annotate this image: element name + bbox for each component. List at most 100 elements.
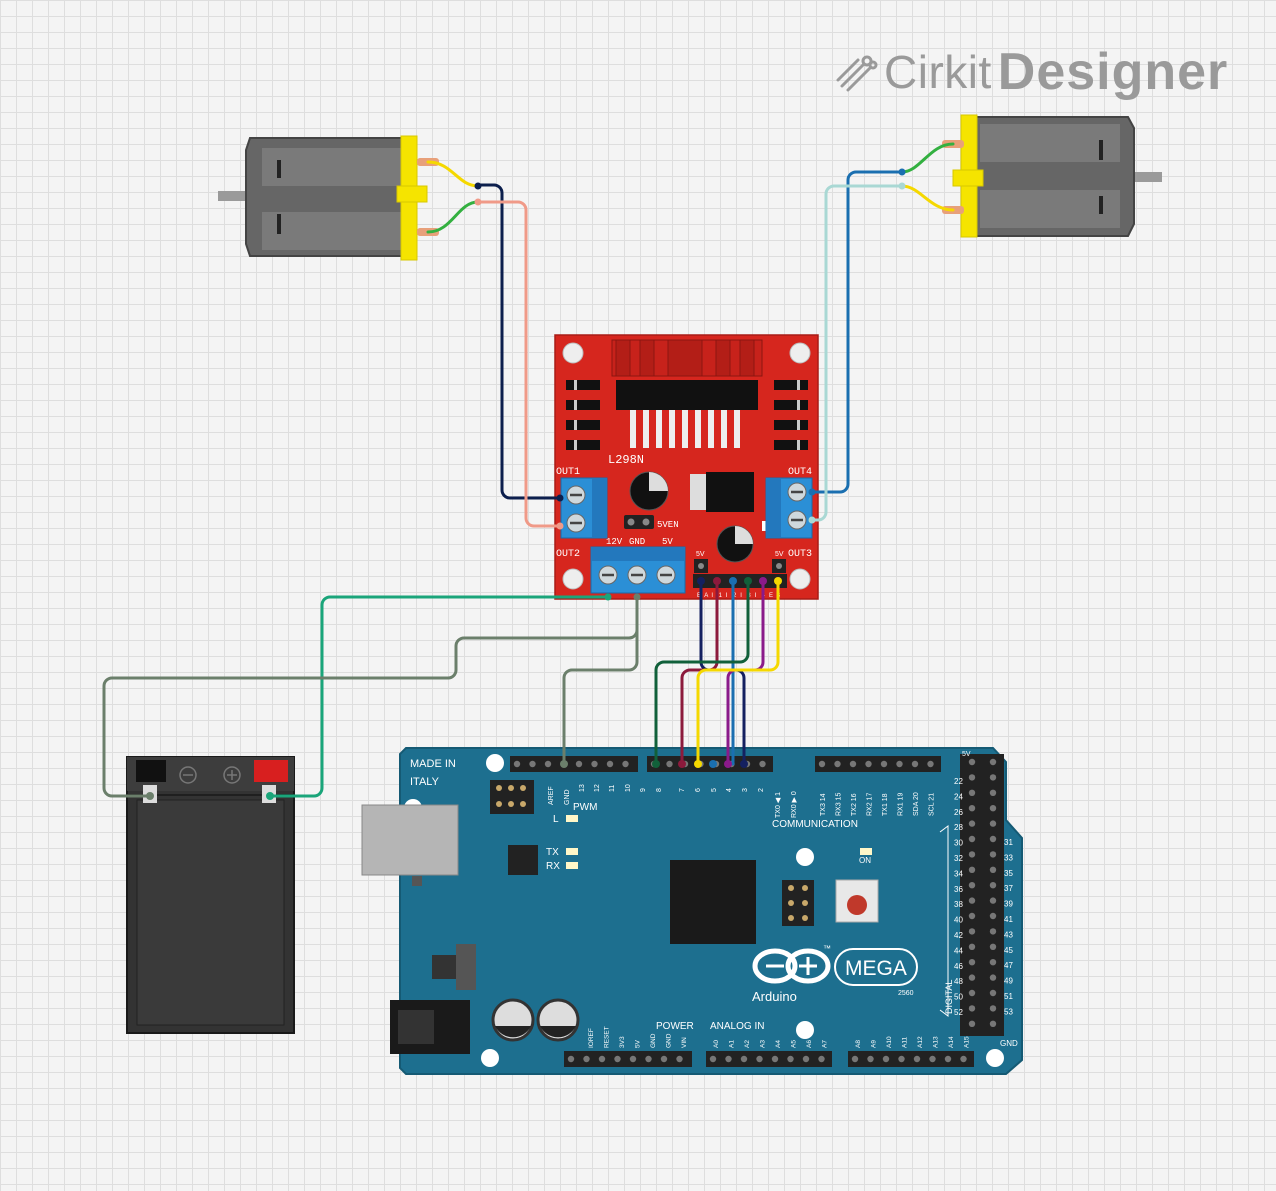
pin-label-pwm: 7 (679, 788, 686, 792)
arduino-led-tx: TX (546, 847, 559, 858)
header-pin (989, 1020, 997, 1027)
pin-label-digital: 49 (1004, 977, 1013, 986)
pin-label-analog: A14 (948, 1036, 955, 1048)
arduino-analog-label: ANALOG IN (710, 1021, 764, 1032)
wire-out4[interactable] (810, 170, 904, 494)
header-pin (880, 760, 888, 768)
driver-logic-5v-left: 5V (696, 551, 705, 558)
wire-endpoints (146, 168, 906, 800)
arduino-header-5v: 5V (962, 751, 971, 758)
pin-label-pwm: 5 (711, 788, 718, 792)
header-pin (989, 928, 997, 935)
wire-motor-right-b[interactable] (900, 184, 955, 212)
l298n-driver[interactable]: L298N 5VEN OUT1 OUT2 OUT4 OUT3 12V GND 5… (554, 334, 819, 600)
pin-label-digital: 22 (954, 777, 963, 786)
header-pin (989, 974, 997, 981)
pin-label-analog: A2 (744, 1040, 751, 1048)
pin-label-comm: SDA 20 (913, 792, 920, 816)
header-pin (968, 897, 976, 904)
dc-motor-left[interactable] (218, 135, 439, 261)
wire-motor-right-a[interactable] (900, 142, 955, 174)
header-pin (989, 820, 997, 827)
header-pin (740, 1055, 748, 1063)
pin-label-analog: A11 (902, 1037, 909, 1048)
pin-label-digital: 34 (954, 869, 963, 878)
logo-brand: Cirkit (884, 46, 992, 98)
header-pin (787, 1055, 794, 1063)
arduino-power-label: POWER (656, 1021, 694, 1032)
header-pin (968, 1005, 976, 1012)
header-pin (989, 897, 997, 904)
pin-label-gnd: GND (564, 789, 571, 805)
header-pin (849, 760, 857, 768)
pin-label-comm: RX2 17 (867, 793, 874, 816)
header-pin (989, 882, 997, 889)
arduino-mega[interactable]: MADE IN ITALY PWM COMMUNICATION L TX RX … (361, 747, 1023, 1075)
header-pin (968, 851, 976, 858)
wire-motor-left-b[interactable] (426, 200, 480, 234)
arduino-communication-label: COMMUNICATION (772, 819, 858, 830)
arduino-infinity-logo (752, 948, 831, 984)
driver-logic-5v-right: 5V (775, 551, 784, 558)
pin-label-analog: A6 (806, 1040, 813, 1048)
pin-label-digital: 28 (954, 823, 963, 832)
driver-input-label: I (755, 593, 757, 599)
header-pin (818, 1055, 825, 1063)
pin-label-digital: 44 (954, 946, 963, 955)
pin-label-analog: A4 (775, 1040, 782, 1048)
pin-label-digital: 30 (954, 839, 963, 848)
wire-12v[interactable] (268, 595, 610, 798)
wire-out2[interactable] (476, 200, 562, 528)
pin-label-power: GND (666, 1033, 673, 1048)
header-pin (968, 912, 976, 920)
pin-label-digital: 24 (954, 792, 963, 801)
pin-label-digital: 47 (1004, 961, 1013, 970)
wire-enb[interactable] (696, 579, 780, 766)
header-pin (968, 805, 976, 812)
header-pin (725, 1055, 732, 1063)
header-pin (882, 1055, 890, 1063)
pin-label-comm: TX3 14 (820, 793, 827, 816)
pin-label-digital: 45 (1004, 946, 1013, 955)
header-pin (960, 1055, 967, 1063)
pin-label-analog: A13 (933, 1036, 940, 1048)
pin-label-pwm: 8 (656, 788, 663, 792)
arduino-model: MEGA (845, 957, 907, 980)
pin-label-digital: 51 (1004, 992, 1013, 1001)
arduino-led-rx: RX (546, 861, 560, 872)
pin-label-tx0: TX0 ◀ 1 (775, 792, 782, 818)
pin-label-digital: 48 (954, 977, 963, 986)
pin-label-pwm: 10 (625, 784, 632, 792)
pin-label-digital: 42 (954, 931, 963, 940)
header-pin (989, 835, 997, 843)
battery-12v[interactable] (126, 756, 295, 1034)
header-pin (989, 774, 997, 781)
header-pin (968, 835, 976, 843)
driver-input-label: 2 (733, 593, 737, 599)
wire-in1[interactable] (680, 579, 719, 766)
wire-in3[interactable] (654, 579, 750, 766)
header-pin (583, 1055, 590, 1063)
arduino-led-on: ON (859, 856, 871, 865)
header-pin (898, 1055, 905, 1063)
header-pin (968, 774, 976, 781)
dc-motor-right[interactable] (942, 114, 1162, 238)
header-pin (818, 760, 826, 768)
header-pin (660, 1055, 668, 1063)
header-pin (989, 1005, 997, 1012)
pin-label-comm: RX1 19 (898, 793, 905, 816)
pin-label-digital: 35 (1004, 869, 1013, 878)
header-pin (989, 989, 997, 997)
wire-out3[interactable] (810, 184, 904, 522)
wire-gnd-battery[interactable] (102, 595, 639, 798)
arduino-pwm-label: PWM (573, 802, 597, 813)
header-pin (968, 882, 976, 889)
pin-label-analog: A15 (964, 1036, 971, 1048)
arduino-made-in: MADE IN (410, 758, 456, 770)
wire-gnd-arduino[interactable] (562, 595, 639, 766)
wire-ena[interactable] (699, 579, 746, 766)
wire-out1[interactable] (476, 183, 562, 500)
pin-label-power: 3V3 (619, 1036, 626, 1048)
wire-motor-left-a[interactable] (426, 160, 480, 188)
driver-input-label: E (697, 593, 701, 599)
